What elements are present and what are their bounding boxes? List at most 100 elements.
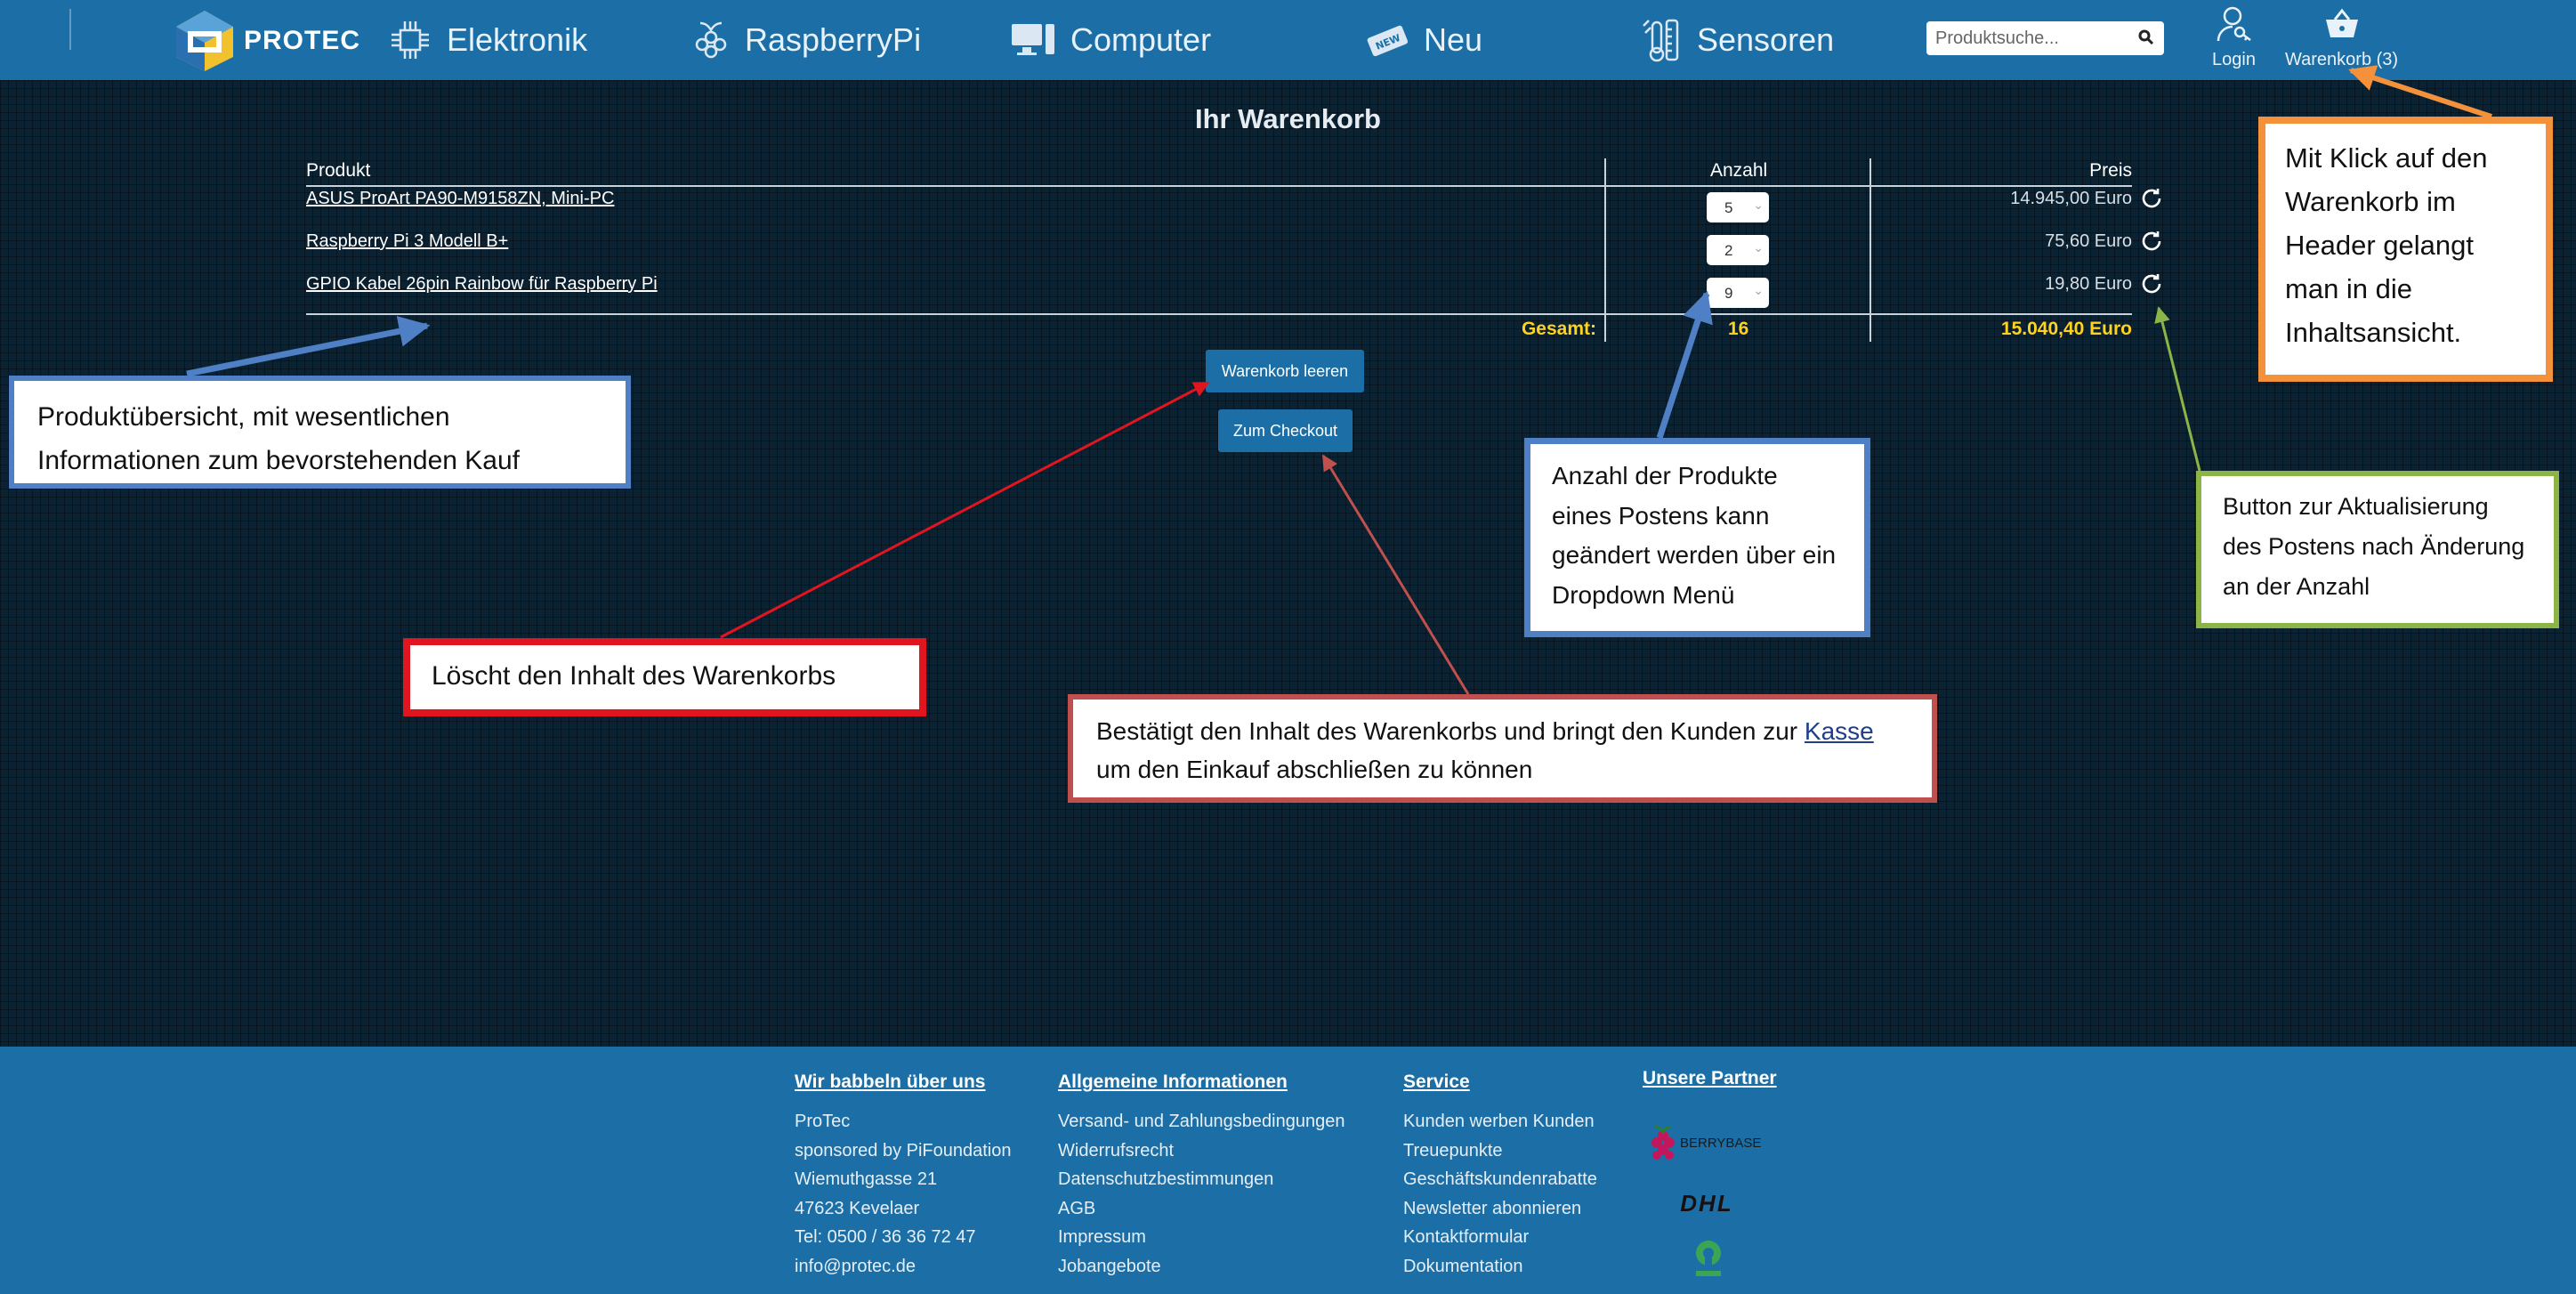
footer-email[interactable]: info@protec.de xyxy=(795,1256,916,1276)
basket-icon xyxy=(2325,8,2358,37)
annotation-link: Kasse xyxy=(1804,717,1874,745)
logo-cube-icon xyxy=(176,11,233,71)
login-button[interactable]: Login xyxy=(2212,5,2256,70)
quantity-value: 5 xyxy=(1724,199,1733,216)
site-footer: Wir babbeln über uns ProTec sponsored by… xyxy=(0,1047,2576,1294)
footer-about: Wir babbeln über uns ProTec sponsored by… xyxy=(795,1066,1012,1282)
footer-link[interactable]: Jobangebote xyxy=(1058,1256,1161,1276)
quantity-value: 2 xyxy=(1724,242,1733,259)
partner-name: BERRYBASE xyxy=(1680,1135,1762,1151)
cart-item-name[interactable]: GPIO Kabel 26pin Rainbow für Raspberry P… xyxy=(306,274,658,294)
nav-elektronik[interactable]: Elektronik xyxy=(388,9,587,71)
annotation-checkout: Bestätigt den Inhalt des Warenkorbs und … xyxy=(1068,694,1937,803)
footer-heading-service[interactable]: Service xyxy=(1403,1072,1470,1092)
footer-info: Allgemeine Informationen Versand- und Za… xyxy=(1058,1066,1345,1282)
cart-item-price: 19,80 Euro xyxy=(2045,274,2132,294)
footer-link[interactable]: Kunden werben Kunden xyxy=(1403,1112,1595,1131)
footer-link[interactable]: Treuepunkte xyxy=(1403,1140,1503,1161)
brand-logo[interactable]: PROTEC xyxy=(171,7,360,75)
footer-link[interactable]: Datenschutzbestimmungen xyxy=(1058,1169,1274,1190)
nav-computer[interactable]: Computer xyxy=(1010,9,1211,71)
quantity-dropdown[interactable]: 5 ⌄ xyxy=(1707,192,1769,222)
footer-text: ProTec xyxy=(795,1112,851,1131)
dhl-logo[interactable]: DHL xyxy=(1648,1187,1765,1219)
annotation-quantity-dropdown: Anzahl der Produkte eines Postens kann g… xyxy=(1524,438,1870,637)
brand-name: PROTEC xyxy=(244,26,361,55)
footer-link[interactable]: Versand- und Zahlungsbedingungen xyxy=(1058,1112,1345,1131)
open-source-icon[interactable] xyxy=(1691,1237,1726,1280)
column-header-quantity: Anzahl xyxy=(1710,160,1768,181)
total-price: 15.040,40 Euro xyxy=(2000,319,2132,339)
site-header: PROTEC Elektronik RaspberryPi Computer N… xyxy=(0,0,2576,80)
total-quantity: 16 xyxy=(1728,319,1749,339)
refresh-icon[interactable] xyxy=(2139,271,2164,296)
table-divider xyxy=(306,313,2132,315)
footer-text: Wiemuthgasse 21 xyxy=(795,1169,938,1190)
computer-icon xyxy=(1010,20,1056,60)
footer-link[interactable]: Dokumentation xyxy=(1403,1256,1523,1276)
raspberry-icon xyxy=(691,18,731,62)
quantity-dropdown[interactable]: 9 ⌄ xyxy=(1707,278,1769,308)
footer-link[interactable]: Kontaktformular xyxy=(1403,1227,1530,1248)
search-icon[interactable] xyxy=(2137,28,2155,51)
column-header-product: Produkt xyxy=(306,160,371,181)
footer-text: sponsored by PiFoundation xyxy=(795,1140,1012,1161)
nav-raspberrypi[interactable]: RaspberryPi xyxy=(691,9,921,71)
nav-sensoren[interactable]: Sensoren xyxy=(1640,9,1834,71)
checkout-button[interactable]: Zum Checkout xyxy=(1218,409,1353,452)
partner-name: DHL xyxy=(1680,1189,1733,1217)
cart-item-price: 75,60 Euro xyxy=(2045,231,2132,251)
nav-label: Elektronik xyxy=(447,21,588,58)
footer-link[interactable]: Impressum xyxy=(1058,1227,1146,1248)
footer-text: 47623 Kevelaer xyxy=(795,1198,920,1218)
footer-link[interactable]: Newsletter abonnieren xyxy=(1403,1198,1582,1218)
nav-label: Sensoren xyxy=(1697,21,1835,58)
footer-heading-info[interactable]: Allgemeine Informationen xyxy=(1058,1072,1288,1092)
total-label: Gesamt: xyxy=(1521,319,1596,339)
nav-label: Computer xyxy=(1070,21,1212,58)
header-divider xyxy=(69,9,71,50)
new-tag-icon: NEW xyxy=(1365,20,1409,60)
footer-heading-partners[interactable]: Unsere Partner xyxy=(1643,1068,1777,1088)
quantity-value: 9 xyxy=(1724,285,1733,302)
main-content xyxy=(0,80,2576,1047)
annotation-text: Bestätigt den Inhalt des Warenkorbs und … xyxy=(1096,717,1805,745)
clear-cart-button[interactable]: Warenkorb leeren xyxy=(1206,350,1364,392)
footer-service: Service Kunden werben Kunden Treuepunkte… xyxy=(1403,1066,1597,1282)
footer-link[interactable]: Geschäftskundenrabatte xyxy=(1403,1169,1597,1190)
search-box[interactable] xyxy=(1926,21,2164,55)
annotation-refresh-button: Button zur Aktualisierung des Postens na… xyxy=(2196,471,2559,628)
nav-label: RaspberryPi xyxy=(745,21,922,58)
footer-link[interactable]: Widerrufsrecht xyxy=(1058,1140,1175,1161)
page-title: Ihr Warenkorb xyxy=(1195,103,1381,134)
chevron-down-icon: ⌄ xyxy=(1753,283,1764,297)
footer-partners: Unsere Partner BERRYBASE DHL xyxy=(1643,1063,1777,1276)
column-header-price: Preis xyxy=(2089,160,2132,181)
cart-item-name[interactable]: ASUS ProArt PA90-M9158ZN, Mini-PC xyxy=(306,189,615,208)
table-column-divider xyxy=(1604,158,1606,342)
cart-label: Warenkorb (3) xyxy=(2285,50,2399,69)
cart-item-name[interactable]: Raspberry Pi 3 Modell B+ xyxy=(306,231,509,251)
refresh-icon[interactable] xyxy=(2139,186,2164,211)
table-divider xyxy=(306,185,2132,187)
footer-heading-about[interactable]: Wir babbeln über uns xyxy=(795,1072,986,1092)
annotation-clear-cart: Löscht den Inhalt des Warenkorbs xyxy=(403,638,926,716)
nav-neu[interactable]: NEW Neu xyxy=(1365,9,1482,71)
sensor-icon xyxy=(1640,17,1683,63)
quantity-dropdown[interactable]: 2 ⌄ xyxy=(1707,235,1769,265)
chevron-down-icon: ⌄ xyxy=(1753,240,1764,255)
user-key-icon xyxy=(2217,6,2252,42)
berrybase-logo[interactable]: BERRYBASE xyxy=(1650,1118,1774,1168)
cart-item-price: 14.945,00 Euro xyxy=(2010,189,2132,208)
annotation-header-cart: Mit Klick auf den Warenkorb im Header ge… xyxy=(2258,117,2553,382)
raspberry-icon xyxy=(1651,1125,1675,1160)
footer-link[interactable]: AGB xyxy=(1058,1198,1096,1218)
login-label: Login xyxy=(2212,50,2256,69)
header-cart-button[interactable]: Warenkorb (3) xyxy=(2285,5,2398,70)
refresh-icon[interactable] xyxy=(2139,229,2164,254)
table-column-divider xyxy=(1869,158,1871,342)
annotation-product-overview: Produktübersicht, mit wesentlichen Infor… xyxy=(9,376,631,489)
chevron-down-icon: ⌄ xyxy=(1753,198,1764,212)
search-input[interactable] xyxy=(1934,27,2133,50)
annotation-text: um den Einkauf abschließen zu können xyxy=(1096,756,1533,783)
